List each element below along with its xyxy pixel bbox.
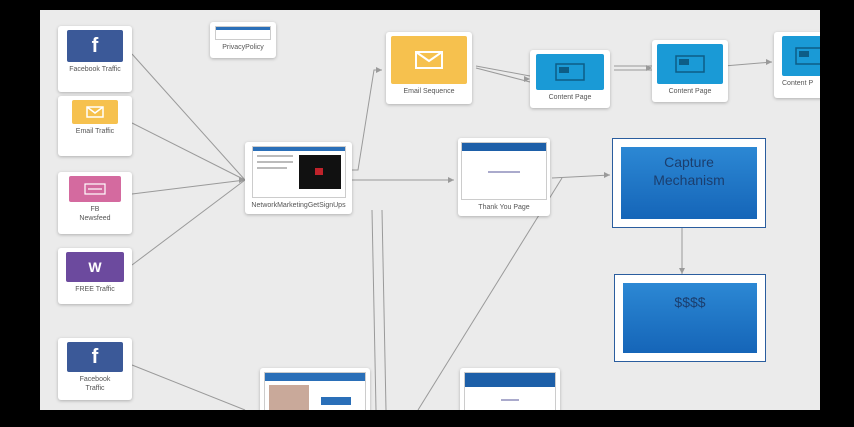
node-label: Facebook Traffic [69, 66, 121, 73]
content-page-icon [657, 44, 723, 84]
fb-newsfeed-node[interactable]: FB Newsfeed [58, 172, 132, 234]
content-page-node[interactable]: Content Page [530, 50, 610, 108]
connector [131, 179, 246, 266]
page-node[interactable] [460, 368, 560, 410]
newsfeed-icon [69, 176, 121, 202]
content-page-node[interactable]: Content Page [652, 40, 728, 102]
envelope-icon [72, 100, 118, 124]
connector [475, 65, 531, 77]
node-label: FREE Traffic [75, 286, 115, 293]
facebook-traffic-node[interactable]: f Facebook Traffic [58, 26, 132, 92]
connector [417, 177, 563, 410]
node-label: Content P [782, 80, 814, 87]
connector [131, 53, 246, 181]
email-sequence-node[interactable]: Email Sequence [386, 32, 472, 104]
funnel-canvas: f Facebook Traffic Email Traffic FB News… [40, 10, 820, 410]
wordpress-icon: W [66, 252, 124, 282]
content-page-icon [782, 36, 820, 76]
connector [551, 174, 611, 179]
money-box[interactable]: $$$$ [614, 274, 766, 362]
content-page-node[interactable]: Content P [774, 32, 820, 98]
privacy-policy-node[interactable]: PrivacyPolicy [210, 22, 276, 58]
node-label: Thank You Page [478, 204, 530, 211]
connector [352, 69, 382, 171]
node-label: Content Page [668, 88, 712, 95]
node-label: NetworkMarketingGetSignUps [251, 202, 346, 209]
capture-mechanism-box[interactable]: Capture Mechanism [612, 138, 766, 228]
connector [371, 209, 377, 410]
page-thumbnail [251, 146, 346, 198]
connector [475, 67, 531, 83]
node-label: FB Newsfeed [79, 206, 111, 222]
connector-lines [131, 53, 773, 410]
page-thumbnail [464, 372, 556, 410]
connector [131, 122, 246, 181]
node-label: Content Page [548, 94, 592, 101]
connector [131, 179, 246, 195]
facebook-icon: f [67, 30, 123, 62]
thank-you-page-node[interactable]: Thank You Page [458, 138, 550, 216]
node-label: PrivacyPolicy [222, 44, 264, 51]
page-thumbnail [264, 372, 366, 410]
page-thumbnail [461, 142, 547, 200]
node-label: Facebook Traffic [79, 376, 111, 392]
video-thumbnail [298, 155, 341, 189]
facebook-traffic-node[interactable]: f Facebook Traffic [58, 338, 132, 400]
signup-page-node[interactable]: NetworkMarketingGetSignUps [245, 142, 352, 214]
page-node[interactable] [260, 368, 370, 410]
free-traffic-node[interactable]: W FREE Traffic [58, 248, 132, 304]
content-page-icon [536, 54, 604, 90]
email-traffic-node[interactable]: Email Traffic [58, 96, 132, 156]
money-label: $$$$ [623, 283, 757, 353]
envelope-icon [391, 36, 467, 84]
connector [131, 364, 246, 410]
node-label: Email Sequence [403, 88, 455, 95]
page-thumbnail [215, 26, 271, 40]
facebook-icon: f [67, 342, 123, 372]
node-label: Email Traffic [75, 128, 115, 135]
connector [381, 209, 387, 410]
connector [723, 61, 773, 67]
capture-mechanism-label: Capture Mechanism [621, 147, 757, 219]
